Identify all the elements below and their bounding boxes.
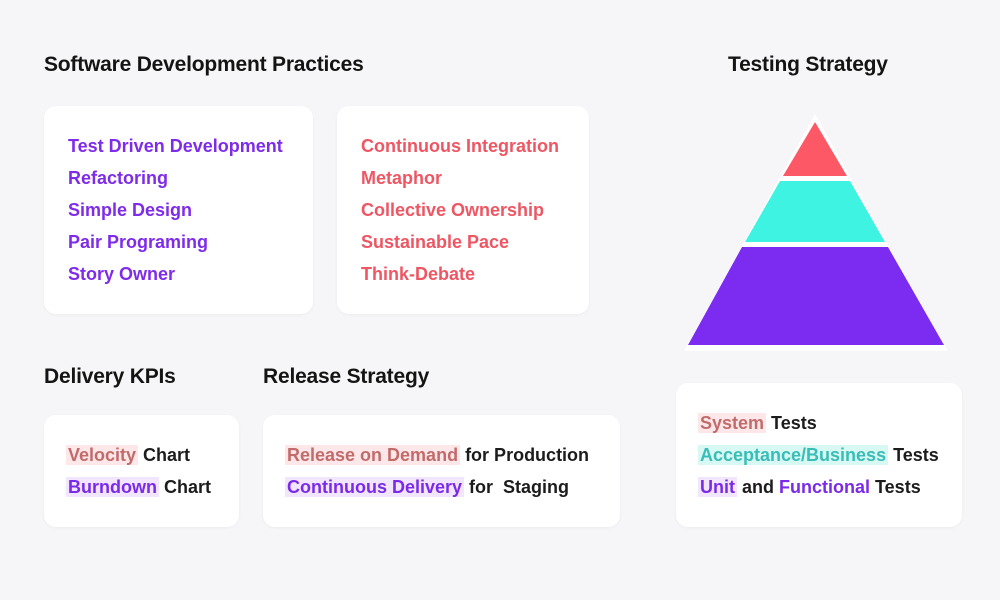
practice-item: Collective Ownership bbox=[361, 200, 545, 220]
practice-item: Metaphor bbox=[361, 168, 442, 188]
pyramid-middle-acceptance bbox=[745, 181, 885, 242]
release-highlight: Continuous Delivery bbox=[285, 477, 465, 497]
kpi-highlight: Velocity bbox=[66, 445, 139, 465]
system-label: System bbox=[698, 413, 767, 433]
practice-item: Think-Debate bbox=[361, 264, 476, 284]
functional-label: Functional bbox=[779, 477, 871, 497]
practice-item: Story Owner bbox=[68, 264, 176, 284]
kpi-highlight: Burndown bbox=[66, 477, 159, 497]
and-text: and bbox=[742, 477, 775, 497]
unit-label: Unit bbox=[698, 477, 737, 497]
practice-item: Sustainable Pace bbox=[361, 232, 510, 252]
practice-item: Test Driven Development bbox=[68, 136, 283, 156]
tests-suffix: Tests bbox=[875, 477, 921, 497]
release-heading: Release Strategy bbox=[263, 365, 430, 388]
tests-suffix: Tests bbox=[771, 413, 817, 433]
testing-pyramid bbox=[684, 114, 948, 351]
release-highlight: Release on Demand bbox=[285, 445, 461, 465]
kpi-suffix: Chart bbox=[163, 477, 211, 497]
pyramid-top-system bbox=[783, 122, 847, 176]
release-suffix: for Staging bbox=[469, 477, 570, 497]
acceptance-label: Acceptance/Business bbox=[698, 445, 889, 465]
tests-suffix: Tests bbox=[893, 445, 939, 465]
practices-heading: Software Development Practices bbox=[44, 53, 364, 76]
kpis-heading: Delivery KPIs bbox=[44, 365, 176, 388]
testing-heading: Testing Strategy bbox=[728, 53, 888, 76]
pyramid-base-unit bbox=[688, 247, 944, 345]
practices-left-card: Test Driven Development Refactoring Simp… bbox=[44, 106, 313, 314]
practice-item: Continuous Integration bbox=[361, 136, 559, 156]
practices-right-list: Continuous Integration Metaphor Collecti… bbox=[361, 130, 559, 290]
practice-item: Refactoring bbox=[68, 168, 169, 188]
practice-item: Pair Programing bbox=[68, 232, 209, 252]
practice-item: Simple Design bbox=[68, 200, 193, 220]
kpi-suffix: Chart bbox=[143, 445, 191, 465]
practices-right-card: Continuous Integration Metaphor Collecti… bbox=[337, 106, 589, 314]
practices-left-list: Test Driven Development Refactoring Simp… bbox=[68, 130, 283, 290]
release-suffix: for Production bbox=[465, 445, 590, 465]
